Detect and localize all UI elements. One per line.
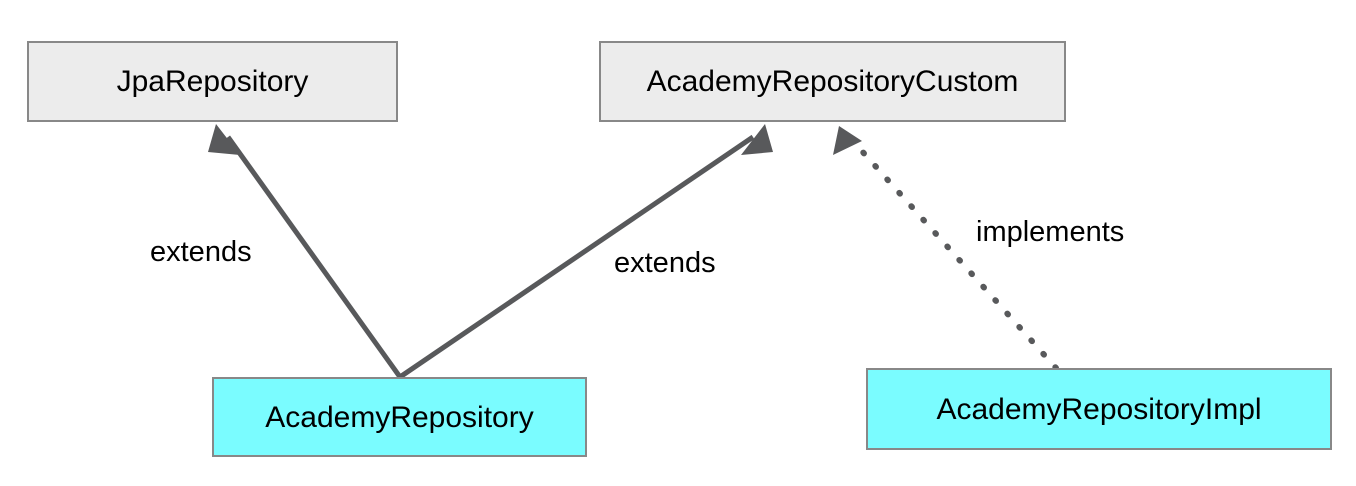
edge-label-extends-jpa: extends: [150, 236, 252, 268]
edge-extends-custom-line: [398, 134, 755, 380]
class-node-academy-repository-impl[interactable]: AcademyRepositoryImpl: [866, 368, 1332, 450]
edge-implements-custom-arrowhead: [833, 126, 862, 155]
class-node-label: AcademyRepository: [265, 400, 534, 434]
edge-label-implements-custom: implements: [976, 216, 1125, 248]
edge-extends-custom-arrowhead: [741, 124, 773, 155]
edge-extends-jpa: [208, 124, 403, 379]
edge-extends-jpa-line: [225, 135, 403, 379]
class-node-label: AcademyRepositoryImpl: [936, 392, 1262, 426]
edge-extends-jpa-arrowhead: [208, 124, 240, 155]
edge-implements-custom-line: [849, 137, 1059, 371]
edge-label-extends-custom: extends: [614, 247, 716, 279]
class-node-label: AcademyRepositoryCustom: [646, 65, 1019, 98]
class-node-academy-repository-custom[interactable]: AcademyRepositoryCustom: [599, 41, 1066, 122]
class-node-label: JpaRepository: [116, 65, 309, 98]
edge-extends-custom: [398, 124, 773, 380]
class-node-academy-repository[interactable]: AcademyRepository: [212, 377, 587, 457]
edge-implements-custom: [833, 126, 1059, 371]
class-node-jpa-repository[interactable]: JpaRepository: [27, 41, 398, 122]
